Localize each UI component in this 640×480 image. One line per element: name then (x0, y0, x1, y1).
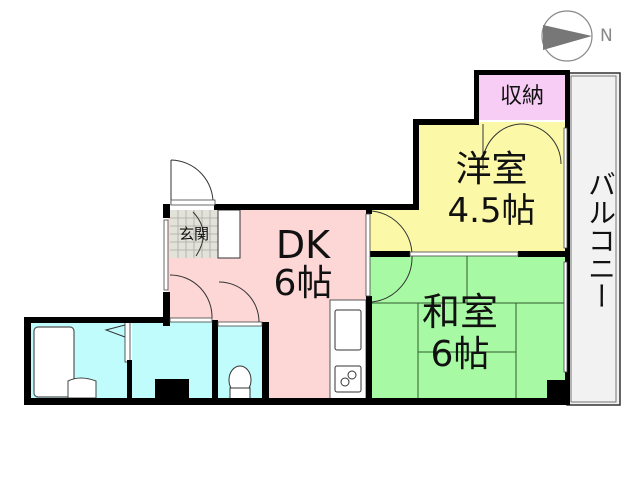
western-room-name: 洋室 (455, 149, 528, 190)
japanese-room-name: 和室 (421, 290, 498, 334)
dk-size: 6帖 (273, 263, 333, 304)
western-room-size: 4.5帖 (447, 191, 536, 231)
storage-area (479, 74, 565, 120)
entrance-label: 玄関 (178, 225, 209, 243)
balcony-label: バルコニー (584, 170, 617, 310)
north-arrow-icon (541, 10, 593, 62)
japanese-room-size: 6帖 (430, 334, 490, 375)
storage-label: 収納 (499, 84, 544, 109)
compass-north-label: N (600, 26, 613, 46)
western-room-area (418, 122, 565, 254)
dk-name: DK (275, 223, 331, 267)
balcony-area (566, 72, 621, 406)
